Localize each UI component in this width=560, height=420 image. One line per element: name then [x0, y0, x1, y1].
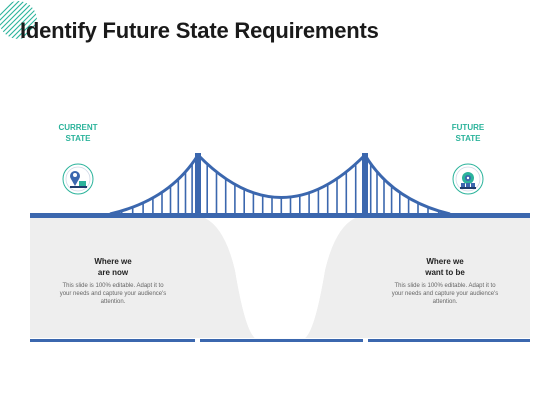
- bottom-bar-right: [368, 339, 530, 342]
- bottom-bar-center: [200, 339, 363, 342]
- bottom-bar-left: [30, 339, 195, 342]
- future-heading-line1: Where we: [426, 257, 464, 266]
- cable-center: [196, 153, 367, 199]
- valley: [205, 218, 355, 338]
- title-decoration: [0, 1, 37, 39]
- suspension-cables: [120, 163, 440, 213]
- current-state-body: This slide is 100% editable. Adapt it to…: [59, 283, 167, 305]
- left-panel: [30, 218, 255, 338]
- tower-right: [362, 153, 368, 215]
- current-state-label-line1: CURRENT: [58, 123, 98, 132]
- current-state-label-line2: STATE: [65, 134, 91, 143]
- future-state-label-line2: STATE: [455, 134, 481, 143]
- future-state-label: FUTURE STATE: [428, 122, 508, 144]
- bridge-deck: [30, 213, 530, 218]
- current-heading-line2: are now: [97, 267, 129, 277]
- money-target-icon: [452, 163, 484, 195]
- cable-right-outer: [363, 154, 451, 216]
- page-title: Identify Future State Requirements: [20, 18, 379, 43]
- current-state-label: CURRENT STATE: [38, 122, 118, 144]
- person-location-icon: [62, 163, 94, 195]
- current-state-heading: Where we are now: [58, 257, 168, 278]
- tower-left: [195, 153, 201, 215]
- current-heading-line1: Where we: [94, 257, 132, 266]
- future-state-body: This slide is 100% editable. Adapt it to…: [391, 283, 499, 305]
- cable-left-outer: [109, 154, 200, 216]
- future-state-heading: Where we want to be: [390, 257, 500, 278]
- future-state-description: Where we want to be This slide is 100% e…: [390, 257, 500, 306]
- future-state-label-line1: FUTURE: [451, 123, 485, 132]
- current-state-description: Where we are now This slide is 100% edit…: [58, 257, 168, 306]
- right-panel: [305, 218, 530, 338]
- future-heading-line2: want to be: [425, 267, 465, 277]
